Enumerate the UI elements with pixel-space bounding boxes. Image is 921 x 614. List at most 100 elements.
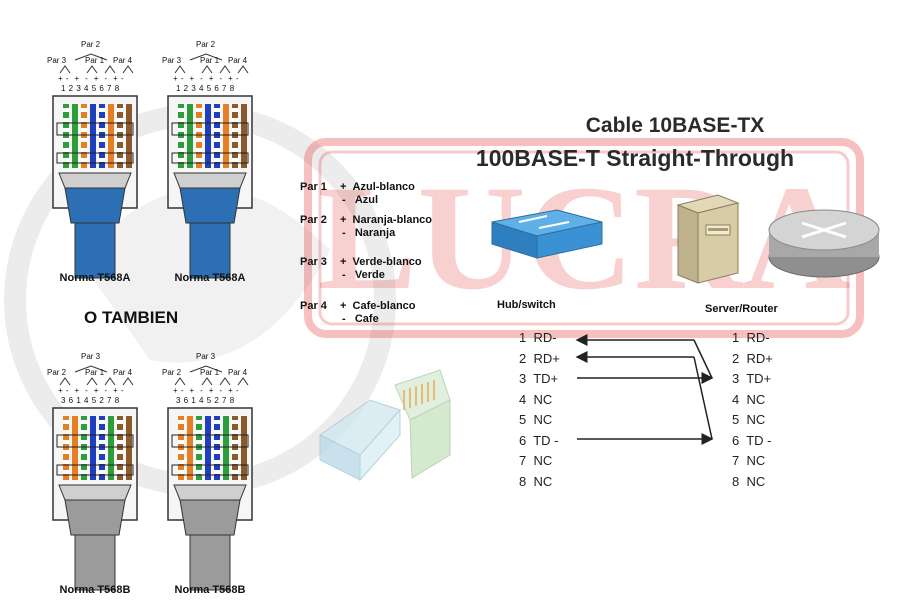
pair-label: Par 3 bbox=[47, 56, 67, 65]
wire-stripe bbox=[178, 138, 184, 142]
pin-numbers: 3 6 1 4 5 2 7 8 bbox=[176, 396, 235, 405]
rj45-connector-diagram bbox=[167, 365, 253, 591]
rj45-connector-diagram bbox=[52, 365, 138, 591]
wire-stripe bbox=[214, 470, 220, 474]
wire-stripe bbox=[196, 470, 202, 474]
pair-label: Par 1 bbox=[200, 56, 220, 65]
wire-stripe bbox=[63, 128, 69, 132]
legend-minus-color: - Cafe bbox=[342, 313, 379, 325]
wire bbox=[99, 416, 105, 480]
server-router-label: Server/Router bbox=[705, 303, 778, 315]
wire-stripe bbox=[63, 148, 69, 152]
pair-bracket bbox=[174, 65, 186, 74]
connector-caption: Norma T568A bbox=[59, 272, 131, 284]
wire-stripe bbox=[178, 118, 184, 122]
polarity-marks: + - + - + - + - bbox=[58, 74, 125, 83]
wire-stripe bbox=[117, 430, 123, 434]
pair-bracket bbox=[122, 377, 134, 386]
wire bbox=[214, 416, 220, 480]
wire-stripe bbox=[178, 440, 184, 444]
legend-pair-label: Par 1 bbox=[300, 181, 327, 193]
legend-plus-text: Cafe-blanco bbox=[352, 300, 416, 312]
hub-switch-label: Hub/switch bbox=[497, 299, 556, 311]
legend-plus-color: + Verde-blanco bbox=[340, 256, 422, 268]
pair-bracket bbox=[189, 365, 223, 373]
connector-caption: Norma T568B bbox=[59, 584, 131, 596]
wire bbox=[72, 104, 78, 168]
wire-stripe bbox=[99, 460, 105, 464]
pair-label: Par 2 bbox=[162, 368, 182, 377]
pinout-row: 8 NC bbox=[732, 473, 766, 489]
wire-stripe bbox=[99, 108, 105, 112]
pair-bracket bbox=[237, 65, 249, 74]
wire-stripe bbox=[232, 460, 238, 464]
wire-stripe bbox=[81, 470, 87, 474]
wire-stripe bbox=[63, 430, 69, 434]
wire-stripe bbox=[196, 420, 202, 424]
wire-stripe bbox=[99, 158, 105, 162]
pinout-row: 8 NC bbox=[519, 473, 553, 489]
wire-stripe bbox=[81, 158, 87, 162]
wire-stripe bbox=[214, 440, 220, 444]
wire bbox=[223, 104, 229, 168]
pair-bracket bbox=[104, 65, 116, 74]
wire bbox=[241, 416, 247, 480]
wire-stripe bbox=[178, 460, 184, 464]
pair-bracket bbox=[219, 377, 231, 386]
plug-latch bbox=[56, 122, 134, 136]
wire-stripe bbox=[232, 128, 238, 132]
cable-boot bbox=[179, 499, 241, 536]
wire-stripe bbox=[117, 470, 123, 474]
wire bbox=[214, 104, 220, 168]
legend-pair-label: Par 4 bbox=[300, 300, 327, 312]
legend-pair-label: Par 3 bbox=[300, 256, 327, 268]
wire bbox=[178, 416, 184, 480]
pinout-row: 5 NC bbox=[732, 412, 766, 427]
wire-stripe bbox=[196, 128, 202, 132]
pair-bracket bbox=[189, 53, 223, 61]
wire bbox=[90, 416, 96, 480]
legend-minus-color: - Naranja bbox=[342, 227, 396, 239]
pinout-row: 2 RD+ bbox=[732, 350, 773, 366]
legend-minus-color: - Azul bbox=[342, 194, 379, 206]
wire bbox=[81, 104, 87, 168]
legend-minus-color: - Verde bbox=[342, 269, 385, 281]
pair-bracket bbox=[219, 65, 231, 74]
plug-latch bbox=[56, 152, 134, 164]
legend-plus-text: Azul-blanco bbox=[352, 181, 415, 193]
wire bbox=[178, 104, 184, 168]
pair-label: Par 2 bbox=[81, 40, 101, 49]
wire-stripe bbox=[117, 128, 123, 132]
wire-stripe bbox=[99, 118, 105, 122]
wire-stripe bbox=[178, 128, 184, 132]
wire bbox=[81, 416, 87, 480]
wire-stripe bbox=[178, 108, 184, 112]
pair-bracket bbox=[74, 53, 108, 61]
wire-stripe bbox=[232, 118, 238, 122]
wire-stripe bbox=[196, 430, 202, 434]
wire-stripe bbox=[214, 148, 220, 152]
pinout-row: 6 TD - bbox=[519, 432, 559, 448]
pair-bracket bbox=[104, 377, 116, 386]
wire bbox=[196, 416, 202, 480]
wire-stripe bbox=[178, 420, 184, 424]
polarity-marks: + - + - + - + - bbox=[173, 74, 240, 83]
wire-stripe bbox=[99, 420, 105, 424]
wire bbox=[72, 416, 78, 480]
wire bbox=[126, 416, 132, 480]
wire-stripe bbox=[178, 470, 184, 474]
pair-bracket bbox=[86, 377, 98, 386]
cable bbox=[74, 534, 116, 591]
wire-stripe bbox=[232, 158, 238, 162]
rj45-connector-diagram bbox=[52, 53, 138, 279]
wire bbox=[63, 104, 69, 168]
legend-plus-color: + Azul-blanco bbox=[340, 181, 415, 193]
pair-label: Par 3 bbox=[196, 352, 216, 361]
wire-stripe bbox=[63, 420, 69, 424]
wire-stripe bbox=[214, 108, 220, 112]
pinout-row: 7 NC bbox=[732, 453, 766, 468]
legend-plus-text: Naranja-blanco bbox=[352, 214, 433, 226]
wire-stripe bbox=[117, 420, 123, 424]
wire-stripe bbox=[196, 118, 202, 122]
wire-stripe bbox=[178, 148, 184, 152]
